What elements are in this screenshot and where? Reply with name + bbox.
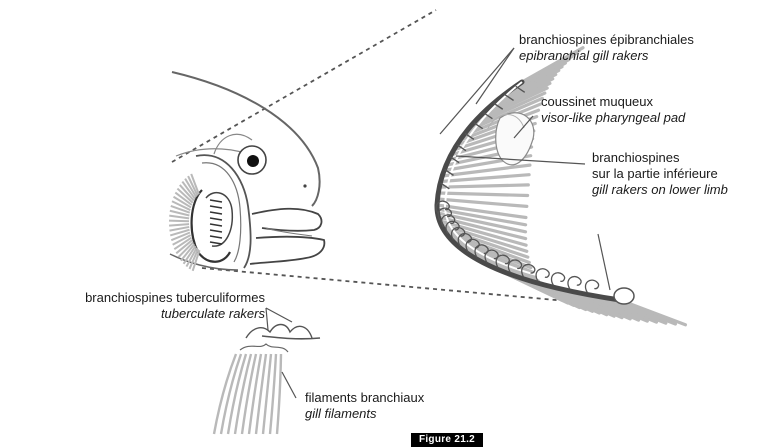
label-tuberculate-fr: branchiospines tuberculiformes — [85, 290, 265, 306]
label-lower-en: gill rakers on lower limb — [592, 182, 728, 198]
head-gill-raker — [210, 212, 222, 214]
projection-line-top — [172, 10, 436, 162]
label-gill-filaments: filaments branchiaux gill filaments — [305, 390, 424, 422]
label-epibranchial-fr: branchiospines épibranchiales — [519, 32, 694, 48]
label-filaments-en: gill filaments — [305, 406, 424, 422]
detail-gill-filament — [214, 354, 236, 434]
head-gill-rakers — [210, 200, 222, 244]
head-gill-filament — [169, 221, 189, 222]
head-gill-raker — [210, 224, 222, 226]
gill-filament — [438, 193, 527, 196]
figure-label: Figure 21.2 — [411, 433, 483, 447]
label-epibranchial-rakers: branchiospines épibranchiales epibranchi… — [519, 32, 694, 64]
head-gill-raker — [210, 236, 222, 238]
label-pharyngeal-pad: coussinet muqueux visor-like pharyngeal … — [541, 94, 685, 126]
fish-head — [169, 72, 324, 271]
head-gill-raker — [210, 206, 222, 208]
label-lower-limb-rakers: branchiospines sur la partie inférieure … — [592, 150, 728, 198]
label-pad-en: visor-like pharyngeal pad — [541, 110, 685, 126]
label-lower-fr2: sur la partie inférieure — [592, 166, 728, 182]
head-gill-raker — [210, 200, 222, 202]
label-filaments-fr: filaments branchiaux — [305, 390, 424, 406]
label-epibranchial-en: epibranchial gill rakers — [519, 48, 694, 64]
head-gill-filament — [169, 216, 189, 219]
label-tuberculate-rakers: branchiospines tuberculiformes tubercula… — [85, 290, 265, 322]
label-lower-fr1: branchiospines — [592, 150, 728, 166]
gill-filament — [438, 199, 527, 206]
label-tuberculate-en: tuberculate rakers — [85, 306, 265, 322]
detail-gill-filaments — [214, 354, 281, 434]
head-gill-raker — [210, 218, 222, 220]
head-gill-raker — [210, 230, 222, 232]
head-gill-filament — [169, 224, 189, 226]
gill-filament — [439, 185, 528, 187]
detail-gill-filament — [277, 354, 281, 434]
head-gill-raker — [210, 242, 222, 244]
label-pad-fr: coussinet muqueux — [541, 94, 685, 110]
detail-gill-filament — [249, 354, 261, 434]
